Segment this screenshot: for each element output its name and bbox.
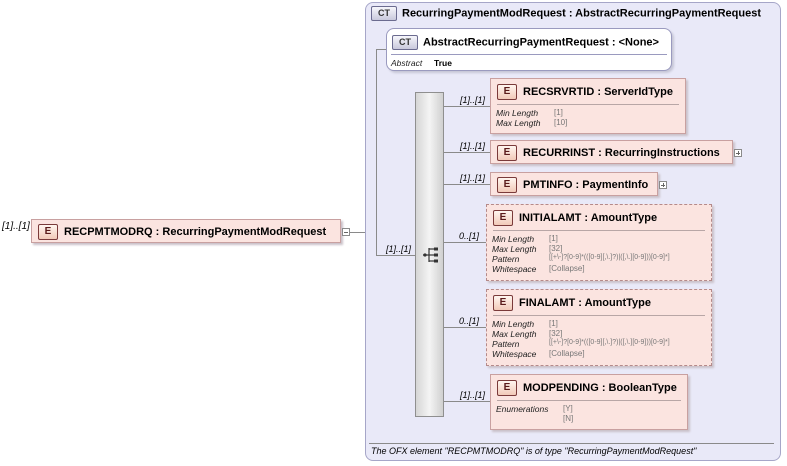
facet-key: Min Length: [496, 108, 539, 118]
collapse-root-toggle[interactable]: [342, 228, 350, 236]
element-badge: E: [493, 210, 513, 226]
separator: [497, 104, 679, 105]
facet-value: [[+\-]?[0-9]*(([0-9][,\.]?)|([,\.][0-9])…: [549, 254, 670, 261]
separator: [497, 400, 681, 401]
element-occurrence: [1]..[1]: [460, 173, 486, 183]
facet-value: [10]: [554, 118, 568, 127]
element-occurrence: 0..[1]: [459, 316, 480, 326]
root-occurrence: [1]..[1]: [2, 221, 30, 232]
element-label: PMTINFO : PaymentInfo: [523, 178, 649, 191]
facet-key: Min Length: [492, 234, 535, 244]
facet-value: [N]: [563, 414, 574, 423]
connector: [444, 106, 490, 107]
base-type-box[interactable]: CT AbstractRecurringPaymentRequest : <Non…: [386, 28, 672, 71]
facet-key: Abstract: [391, 58, 423, 68]
root-element-box[interactable]: E RECPMTMODRQ : RecurringPaymentModReques…: [31, 219, 341, 243]
separator: [493, 315, 705, 316]
element-pmtinfo[interactable]: E PMTINFO : PaymentInfo: [490, 172, 658, 196]
connector: [376, 232, 377, 256]
element-label: RECSRVRTID : ServerIdType: [523, 85, 673, 98]
expand-recurrinst-toggle[interactable]: [734, 149, 742, 157]
complex-type-badge: CT: [371, 6, 397, 21]
facet-key: Whitespace: [492, 264, 537, 274]
element-badge: E: [497, 177, 517, 193]
element-finalamt[interactable]: E FINALAMT : AmountType Min Length [1] Ma…: [486, 289, 712, 366]
base-type-label: AbstractRecurringPaymentRequest : <None>: [423, 36, 659, 49]
element-recsrvrtid[interactable]: E RECSRVRTID : ServerIdType Min Length [1…: [490, 78, 686, 134]
facet-value: [32]: [549, 244, 563, 253]
facet-key: Max Length: [492, 244, 537, 254]
element-label: RECURRINST : RecurringInstructions: [523, 146, 720, 159]
sequence-occurrence: [1]..[1]: [386, 244, 412, 254]
facet-key: Pattern: [492, 339, 520, 349]
facet-value: [1]: [549, 319, 558, 328]
facet-value: [Collapse]: [549, 349, 585, 358]
element-badge: E: [497, 84, 517, 100]
element-badge: E: [497, 380, 517, 396]
complex-type-label: RecurringPaymentModRequest : AbstractRec…: [402, 7, 762, 20]
connector: [444, 401, 490, 402]
type-description-footer: The OFX element "RECPMTMODRQ" is of type…: [371, 446, 697, 456]
sequence-icon: [422, 246, 440, 264]
element-recurrinst[interactable]: E RECURRINST : RecurringInstructions: [490, 140, 733, 164]
element-occurrence: 0..[1]: [459, 231, 480, 241]
facet-value: [[+\-]?[0-9]*(([0-9][,\.]?)|([,\.][0-9])…: [549, 339, 670, 346]
connector: [444, 184, 490, 185]
facet-key: Max Length: [496, 118, 541, 128]
element-badge: E: [497, 145, 517, 161]
element-label: MODPENDING : BooleanType: [523, 381, 677, 394]
element-occurrence: [1]..[1]: [460, 95, 486, 105]
element-occurrence: [1]..[1]: [460, 390, 486, 400]
facet-key: Min Length: [492, 319, 535, 329]
facet-key: Whitespace: [492, 349, 537, 359]
complex-type-title: CT RecurringPaymentModRequest : AbstractR…: [371, 6, 761, 21]
facet-key: Enumerations: [496, 404, 549, 414]
facet-value: [Collapse]: [549, 264, 585, 273]
connector: [376, 49, 386, 50]
connector: [376, 49, 377, 233]
element-modpending[interactable]: E MODPENDING : BooleanType Enumerations […: [490, 374, 688, 430]
connector: [444, 327, 486, 328]
facet-value: [32]: [549, 329, 563, 338]
base-type-badge: CT: [392, 35, 418, 50]
facet-value: [Y]: [563, 404, 573, 413]
element-badge: E: [38, 224, 58, 240]
footer-separator: [369, 443, 774, 444]
connector: [444, 242, 486, 243]
connector: [376, 255, 415, 256]
element-occurrence: [1]..[1]: [460, 141, 486, 151]
facet-value: [1]: [554, 108, 563, 117]
element-label: INITIALAMT : AmountType: [519, 211, 658, 224]
facet-key: Max Length: [492, 329, 537, 339]
facet-value: [1]: [549, 234, 558, 243]
separator: [391, 54, 667, 55]
connector: [444, 152, 490, 153]
connector: [350, 232, 376, 233]
root-element-label: RECPMTMODRQ : RecurringPaymentModRequest: [64, 225, 327, 238]
element-label: FINALAMT : AmountType: [519, 296, 651, 309]
facet-key: Pattern: [492, 254, 520, 264]
separator: [493, 230, 705, 231]
expand-pmtinfo-toggle[interactable]: [659, 181, 667, 189]
facet-value: True: [434, 58, 452, 68]
element-badge: E: [493, 295, 513, 311]
